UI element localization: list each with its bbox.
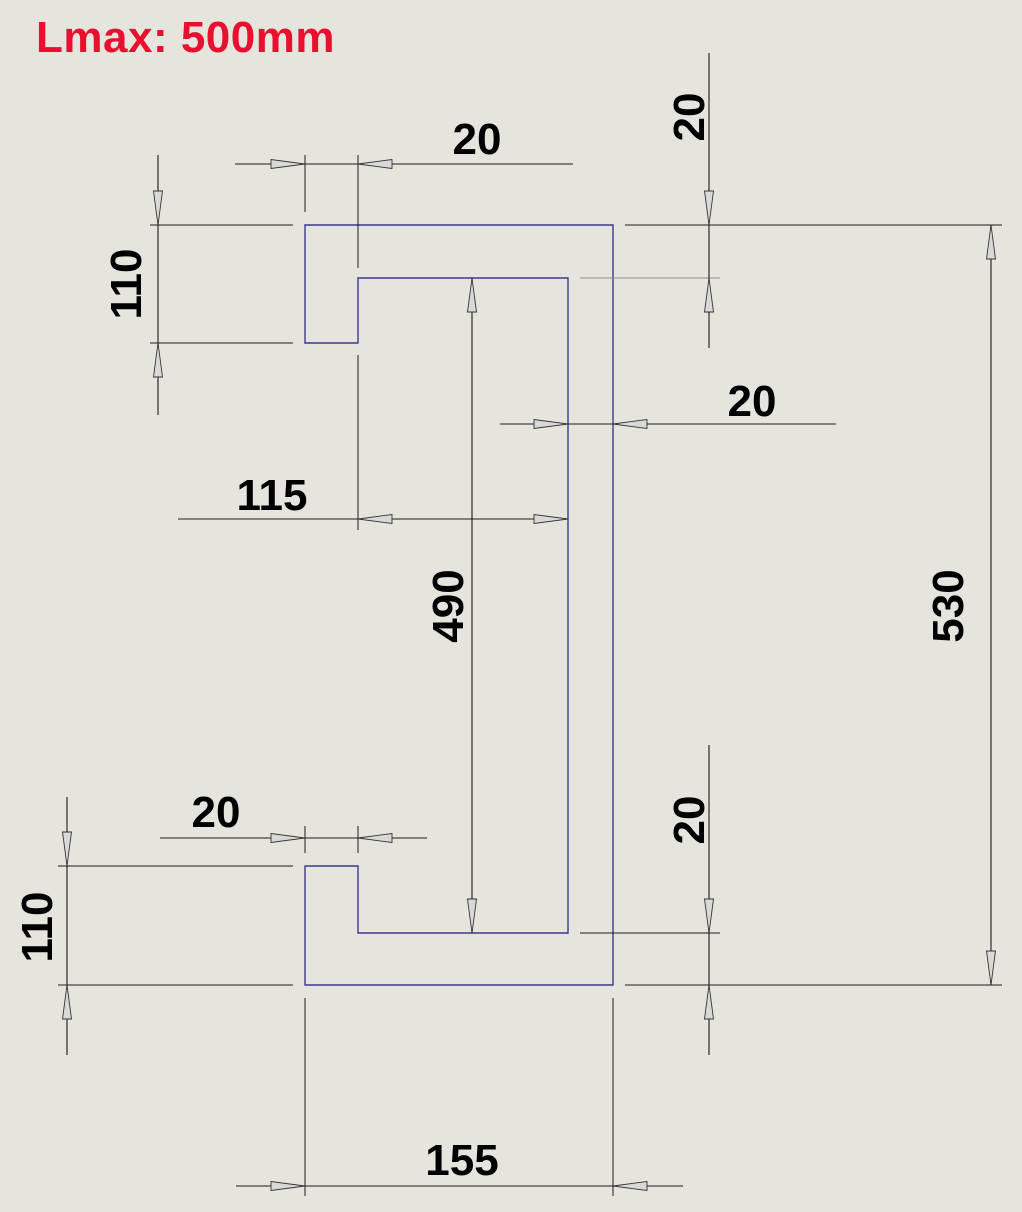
dim-text: 115	[237, 471, 308, 520]
dim-web-thickness: 20	[500, 377, 836, 429]
dim-overall-width: 155	[236, 1136, 683, 1191]
dim-text: 530	[924, 569, 973, 642]
dim-top-flange-height: 110	[102, 155, 163, 415]
length-max-label: Lmax: 500mm	[36, 13, 335, 62]
c-profile-outline	[304, 224, 614, 986]
dim-top-lip-thickness: 20	[235, 115, 573, 169]
dim-text: 490	[424, 569, 473, 642]
dim-text: 20	[665, 93, 714, 142]
dim-text: 110	[102, 249, 151, 320]
dim-text: 20	[728, 377, 777, 426]
dim-inner-width: 115	[178, 471, 569, 524]
dim-bottom-flange-height: 110	[13, 797, 72, 1055]
dim-overall-height: 530	[924, 224, 996, 986]
dim-text: 20	[453, 115, 502, 164]
dim-bottom-flange-thickness: 20	[665, 745, 714, 1055]
dim-text: 20	[192, 788, 241, 837]
dim-inner-height: 490	[424, 277, 477, 934]
dim-text: 155	[425, 1136, 498, 1185]
extension-lines	[58, 155, 1002, 1196]
dim-bottom-lip-thickness: 20	[160, 788, 427, 843]
dim-text: 20	[665, 796, 714, 845]
dim-top-flange-thickness: 20	[665, 53, 714, 348]
dim-text: 110	[13, 892, 62, 963]
